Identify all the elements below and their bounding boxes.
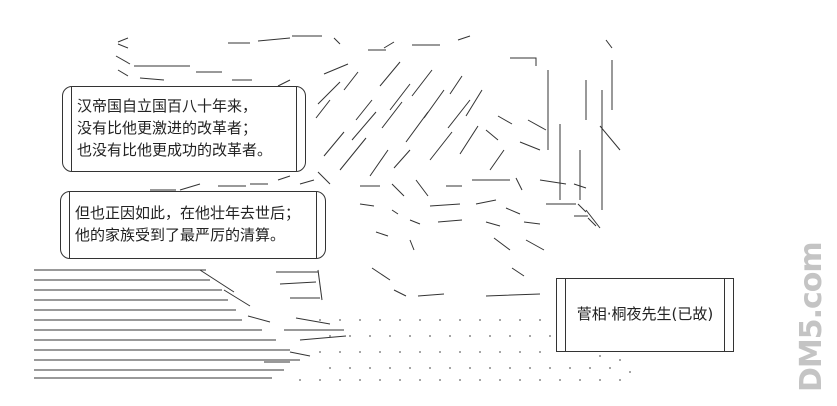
speech-box-1-left-bracket: [71, 87, 72, 171]
speech-box-1-line-1: 汉帝国自立国百八十年来，: [77, 97, 258, 115]
speech-box-2-left-bracket: [69, 192, 70, 258]
caption-left-bracket: [565, 279, 566, 351]
watermark: DM5.com: [790, 242, 834, 392]
watermark-logo: DM5.com: [794, 242, 829, 392]
caption-text: 菅相·桐夜先生(已故): [576, 305, 714, 323]
speech-box-2-lines: 但也正因如此，在他壮年去世后； 他的家族受到了最严厉的清算。: [61, 202, 300, 246]
caption-box: 菅相·桐夜先生(已故): [556, 278, 734, 352]
speech-box-2-line-2: 他的家族受到了最严厉的清算。: [75, 226, 286, 244]
speech-box-2-right-bracket: [316, 192, 317, 258]
speech-box-1: 汉帝国自立国百八十年来， 没有比他更激进的改革者； 也没有比他更成功的改革者。: [62, 86, 306, 172]
speech-box-1-line-2: 没有比他更激进的改革者；: [77, 119, 258, 137]
speech-box-1-line-3: 也没有比他更成功的改革者。: [77, 141, 273, 159]
speech-box-2: 但也正因如此，在他壮年去世后； 他的家族受到了最严厉的清算。: [60, 191, 326, 259]
caption-right-bracket: [724, 279, 725, 351]
speech-box-1-lines: 汉帝国自立国百八十年来， 没有比他更激进的改革者； 也没有比他更成功的改革者。: [63, 95, 272, 161]
speech-box-1-right-bracket: [296, 87, 297, 171]
speech-box-2-line-1: 但也正因如此，在他壮年去世后；: [75, 204, 301, 222]
